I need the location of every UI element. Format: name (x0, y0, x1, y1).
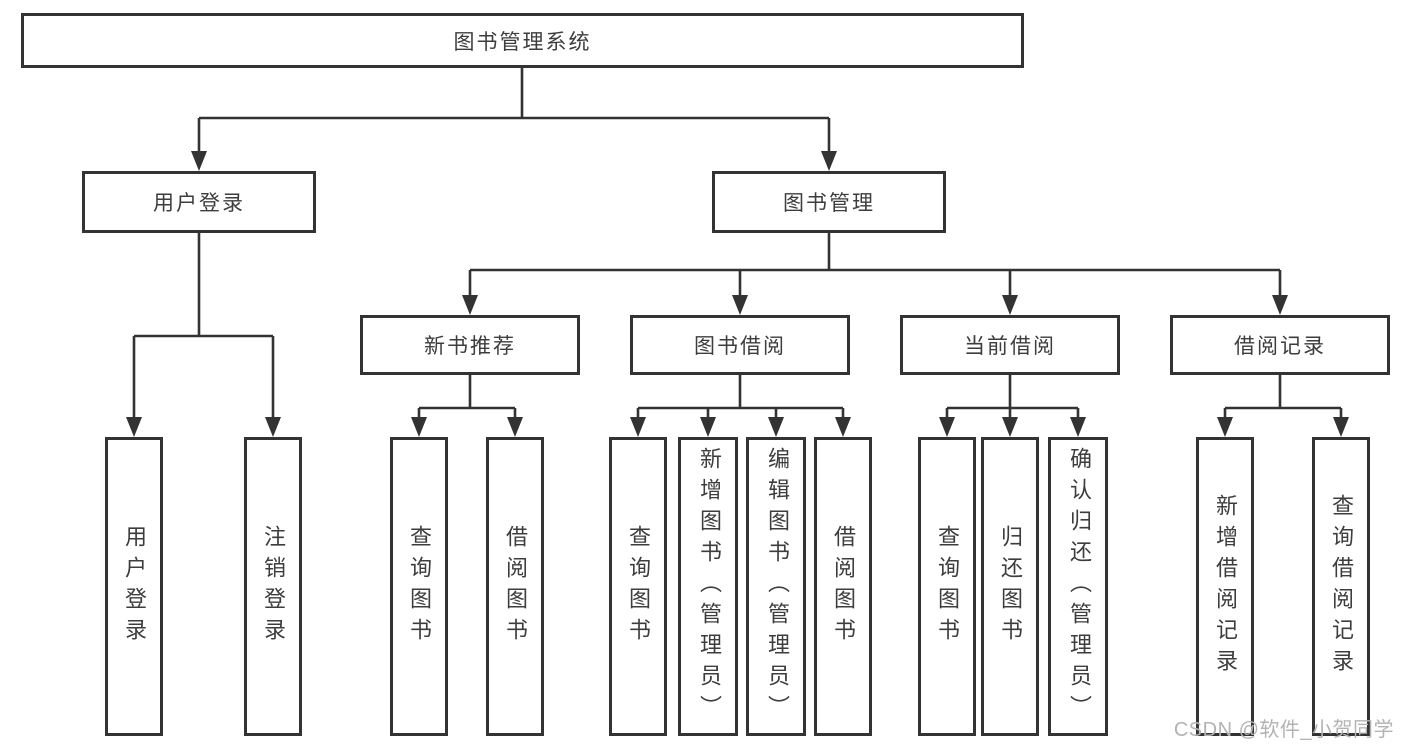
leaf-query-books-current: 查询图书 (918, 437, 976, 736)
node-new-book-recommend: 新书推荐 (360, 315, 580, 375)
node-library-management-system: 图书管理系统 (21, 13, 1024, 68)
leaf-add-books-admin: 新增图书（管理员） (678, 437, 738, 736)
leaf-borrow-books-recommend: 借阅图书 (486, 437, 544, 736)
leaf-borrow-books: 借阅图书 (814, 437, 872, 736)
csdn-watermark: CSDN @软件_小贺同学 (1173, 719, 1394, 741)
node-borrowing-records: 借阅记录 (1170, 315, 1390, 375)
leaf-edit-books-admin: 编辑图书（管理员） (746, 437, 806, 736)
connector-lines (134, 68, 1341, 410)
leaf-user-login: 用户登录 (105, 437, 163, 736)
node-current-borrowing: 当前借阅 (900, 315, 1120, 375)
leaf-confirm-return-admin: 确认归还（管理员） (1048, 437, 1108, 736)
leaf-query-borrow-record: 查询借阅记录 (1312, 437, 1370, 736)
leaf-query-books-recommend: 查询图书 (390, 437, 448, 736)
leaf-query-books-borrowing: 查询图书 (609, 437, 667, 736)
leaf-add-borrow-record: 新增借阅记录 (1196, 437, 1254, 736)
leaf-logout: 注销登录 (244, 437, 302, 736)
arrow-shafts (132, 118, 1343, 419)
node-user-login: 用户登录 (82, 171, 316, 233)
node-book-management: 图书管理 (712, 171, 946, 233)
node-book-borrowing: 图书借阅 (630, 315, 850, 375)
leaf-return-books: 归还图书 (981, 437, 1039, 736)
